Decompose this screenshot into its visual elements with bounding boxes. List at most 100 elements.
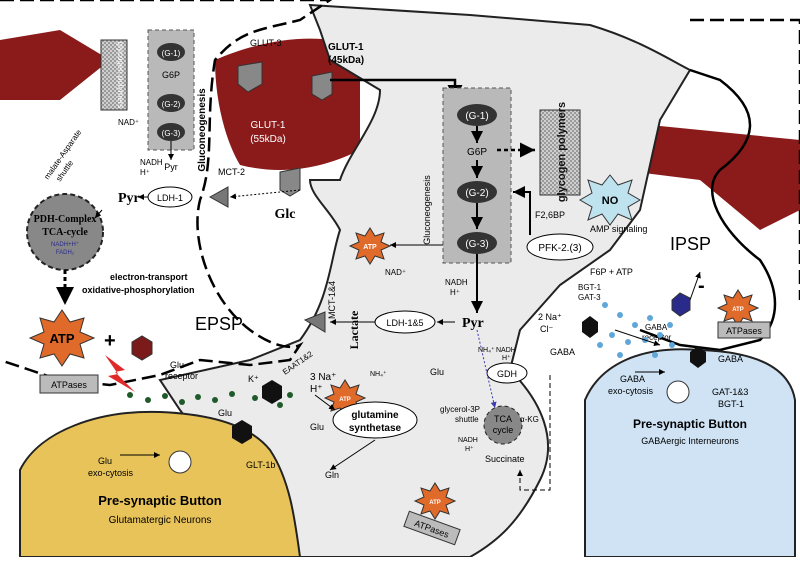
glu-exo-line1: Glu	[98, 456, 112, 466]
glt1b-transporter	[232, 420, 252, 444]
gdh-label: GDH	[497, 369, 517, 379]
three-na-line1: 3 Na⁺	[310, 372, 336, 383]
gdh-h: H⁺	[502, 354, 511, 362]
glu-exo-line2: exo-cytosis	[88, 468, 134, 478]
gln-synth-line2: synthetase	[349, 423, 402, 434]
mct2-label: MCT-2	[218, 167, 245, 177]
gaba-vesicle	[666, 380, 690, 404]
ipsp-dendrite-outline	[639, 68, 777, 352]
glut3-label: GLUT-3	[250, 38, 282, 48]
pre-gaba-title: Pre-synaptic Button	[633, 417, 747, 431]
astro-g3-node	[457, 232, 497, 254]
arrow	[476, 329, 497, 409]
nadh-line1: NADH	[140, 158, 163, 167]
f26bp-label: F2,6BP	[535, 210, 565, 220]
arrow	[94, 209, 103, 219]
glycerol-shuttle-line1: glycerol-3P	[440, 405, 480, 414]
glut1-vessel-transporter	[279, 167, 301, 197]
bgt-gat-line1: BGT-1	[578, 283, 602, 292]
no-label: NO	[602, 195, 619, 207]
na-cl-line1: 2 Na⁺	[538, 312, 562, 322]
neuron-atpases-box	[39, 374, 99, 394]
astro-atpases-starburst	[413, 482, 457, 520]
na-cl-line2: Cl⁻	[540, 324, 553, 334]
arrow	[329, 439, 376, 471]
pdh-line4: FADH₂	[56, 250, 75, 256]
astro-g2-node	[457, 181, 497, 203]
gaba-left-label: GABA	[550, 347, 575, 357]
neuron-glycogen-box	[100, 39, 128, 111]
k-plus-label: K⁺	[248, 374, 259, 384]
arrow	[614, 329, 661, 346]
ipsp-atpases-box	[717, 321, 771, 339]
amp-signaling-label: AMP signaling	[590, 224, 647, 234]
astro-glycogen-label: glycogen polymers	[556, 102, 568, 202]
neuron-pyr-label: Pyr	[164, 162, 178, 172]
gs-atp-label: ATP	[339, 397, 351, 403]
neuron-glycogen-label: glycogen polymers	[116, 42, 125, 109]
cleft-glu-label: Glu	[218, 408, 232, 418]
glut1-vessel-line2: (55kDa)	[250, 134, 286, 145]
glu-dots	[127, 391, 293, 408]
neuron-g2-label: (G-2)	[162, 100, 181, 109]
pre-glut-title: Pre-synaptic Button	[98, 493, 222, 508]
neuron-g1-node	[157, 43, 185, 61]
ipsp-atpases-label: ATPases	[726, 326, 762, 336]
arrow	[314, 394, 336, 411]
glt1b-label: GLT-1b	[246, 460, 275, 470]
astro-pyr-label: Pyr	[462, 316, 484, 331]
gaba-receptor-shape	[671, 292, 691, 317]
astro-g3-label: (G-3)	[465, 239, 488, 250]
neuron-atpases-label: ATPases	[51, 380, 87, 390]
ipsp-atp-label: ATP	[732, 307, 744, 313]
nad-plus-label: NAD⁺	[118, 118, 139, 127]
arrow	[689, 271, 701, 301]
akg-label: α-KG	[520, 415, 539, 424]
gln-synth-line1: glutamine	[351, 410, 399, 421]
gaba-transporter-left	[582, 316, 598, 338]
gat13-line2: BGT-1	[718, 399, 744, 409]
ldh1-label: LDH-1	[157, 193, 183, 203]
gabaergic-bouton	[584, 348, 796, 558]
lactate-label: Lactate	[347, 310, 361, 349]
etc-line1: electron-transport	[110, 272, 188, 282]
neuron-g6p-label: G6P	[162, 70, 180, 80]
neuron-g1-label: (G-1)	[162, 49, 181, 58]
glc-label: Glc	[275, 207, 296, 222]
astro-atp-top-label: ATP	[363, 244, 377, 251]
glut1-top-line2: (45kDa)	[328, 55, 364, 66]
pdh-line1: PDH-Complex	[34, 214, 97, 225]
nh4-label: NH₄⁺	[370, 370, 387, 378]
pfk-node	[526, 233, 594, 261]
etc-line2: oxidative-phosphorylation	[82, 285, 195, 295]
astro-tca-line2: cycle	[493, 425, 514, 435]
gaba-right-label: GABA	[718, 354, 743, 364]
astro-g2-label: (G-2)	[465, 188, 488, 199]
gln-label: Gln	[325, 470, 339, 480]
tca-nadh-line2: H⁺	[465, 445, 474, 453]
arrow	[513, 186, 531, 235]
astro-g1-label: (G-1)	[465, 111, 488, 122]
glu-receptor-line1: Glu	[170, 360, 184, 370]
pre-glut-subtitle: Glutamatergic Neurons	[109, 515, 212, 526]
glycerol-shuttle-line2: shuttle	[455, 415, 479, 424]
eaat-transporter	[262, 380, 282, 404]
no-starburst	[579, 174, 641, 226]
blood-vessel-upper-left	[0, 30, 110, 100]
three-na-line2: H⁺	[310, 384, 323, 395]
mct2-transporter	[208, 186, 229, 208]
astro-g1-node	[457, 104, 497, 126]
astro-glu2-label: Glu	[310, 422, 324, 432]
gaba-exo-line1: GABA	[620, 374, 645, 384]
astro-gluconeogenesis-label: Gluconeogenesis	[422, 175, 432, 245]
pre-gaba-subtitle: GABAergic Interneurons	[641, 436, 739, 446]
gaba-receptor-line2: receptor	[642, 333, 672, 342]
glut1-top-transporter	[311, 71, 333, 101]
glutamatergic-bouton	[19, 410, 302, 558]
nadh-line2: H⁺	[140, 168, 150, 177]
gln-synth-node	[332, 401, 418, 439]
astro-tca-circle	[483, 405, 523, 445]
astro-tca-line1: TCA	[494, 414, 512, 424]
neuron-g3-node	[157, 123, 185, 141]
